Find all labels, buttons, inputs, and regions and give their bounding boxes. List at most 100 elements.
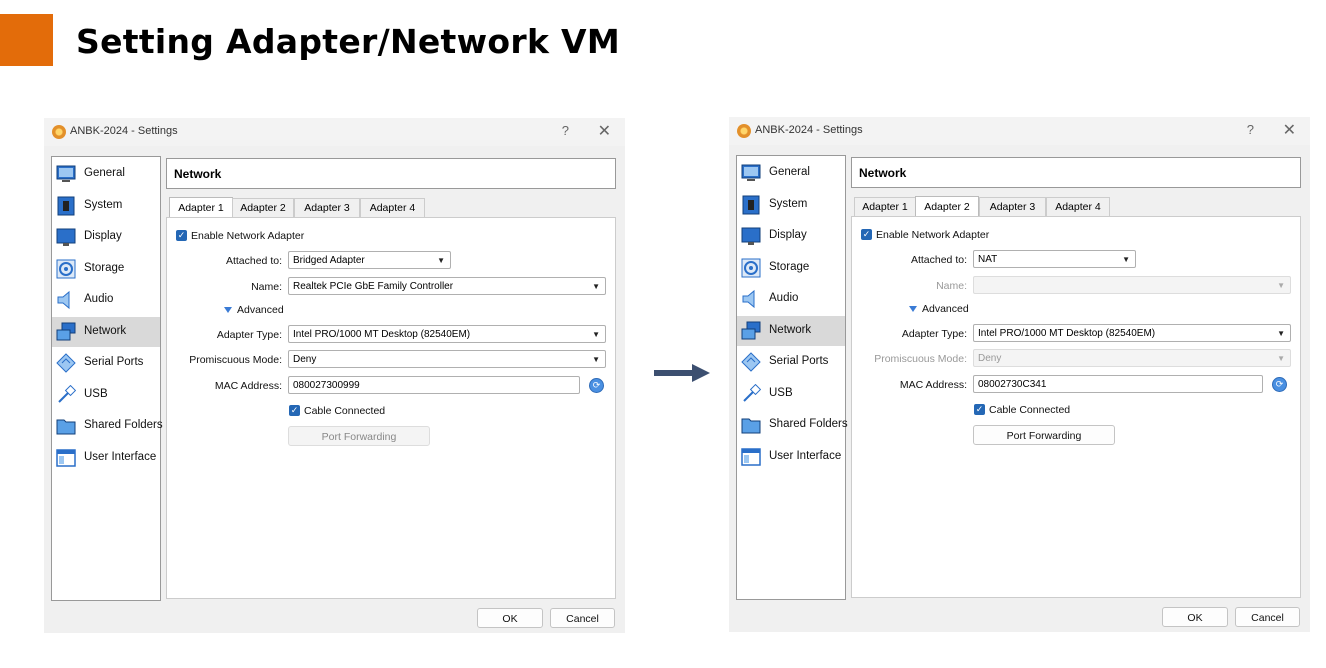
sidebar-item-system[interactable]: System [737, 190, 845, 220]
cable-connected-checkbox[interactable]: ✓ [974, 404, 985, 415]
promiscuous-mode-label: Promiscuous Mode: [874, 353, 967, 365]
title-bar: ANBK-2024 - Settings ? ✕ [729, 117, 1310, 145]
promiscuous-mode-select[interactable]: Deny▼ [288, 350, 606, 368]
sidebar-item-user-interface[interactable]: User Interface [52, 443, 160, 473]
sidebar-item-storage[interactable]: Storage [52, 254, 160, 284]
serial-ports-icon [741, 352, 761, 372]
title-accent-block [0, 14, 53, 66]
mac-address-input[interactable]: 08002730C341 [973, 375, 1263, 393]
promiscuous-mode-select: Deny▼ [973, 349, 1291, 367]
name-select[interactable]: Realtek PCIe GbE Family Controller▼ [288, 277, 606, 295]
panel-header: Network [166, 158, 616, 189]
name-label: Name: [251, 281, 282, 293]
tab-adapter-1[interactable]: Adapter 1 [169, 197, 233, 219]
sidebar-item-serial-ports[interactable]: Serial Ports [737, 347, 845, 377]
sidebar-item-shared-folders[interactable]: Shared Folders [737, 410, 848, 440]
user-interface-icon [741, 448, 761, 466]
enable-adapter-label: Enable Network Adapter [876, 229, 990, 241]
tab-adapter-2[interactable]: Adapter 2 [232, 198, 294, 218]
cancel-button[interactable]: Cancel [550, 608, 615, 628]
cable-connected-label: Cable Connected [304, 405, 386, 417]
window-title: ANBK-2024 - Settings [70, 125, 178, 137]
sidebar-item-general[interactable]: General [737, 158, 845, 188]
ok-button[interactable]: OK [477, 608, 543, 628]
tab-adapter-3[interactable]: Adapter 3 [979, 197, 1046, 217]
serial-ports-icon [56, 353, 76, 373]
chevron-down-icon: ▼ [1122, 255, 1130, 264]
audio-icon [742, 289, 755, 309]
transition-arrow-icon [654, 364, 710, 382]
advanced-expand-icon[interactable] [909, 306, 917, 312]
advanced-expand-icon[interactable] [224, 307, 232, 313]
settings-sidebar: General System Display Storage Audio Net… [51, 156, 163, 601]
shared-folders-icon [741, 418, 761, 434]
sidebar-item-audio[interactable]: Audio [52, 285, 160, 315]
cancel-button[interactable]: Cancel [1235, 607, 1300, 627]
cable-connected-label: Cable Connected [989, 404, 1071, 416]
chevron-down-icon: ▼ [592, 282, 600, 291]
ok-button[interactable]: OK [1162, 607, 1228, 627]
system-icon [742, 195, 760, 215]
sidebar-item-display[interactable]: Display [737, 221, 845, 251]
general-icon [741, 164, 761, 181]
tab-adapter-3[interactable]: Adapter 3 [294, 198, 360, 218]
sidebar-item-network[interactable]: Network [737, 316, 845, 346]
tab-adapter-4[interactable]: Adapter 4 [1046, 197, 1110, 217]
attached-to-select[interactable]: NAT▼ [973, 250, 1136, 268]
storage-icon [741, 258, 761, 278]
close-icon[interactable]: ✕ [597, 123, 611, 140]
refresh-mac-icon[interactable]: ⟳ [589, 378, 604, 393]
chevron-down-icon: ▼ [1277, 281, 1285, 290]
sidebar-item-system[interactable]: System [52, 191, 160, 221]
title-bar: ANBK-2024 - Settings ? ✕ [44, 118, 625, 146]
sidebar-item-user-interface[interactable]: User Interface [737, 442, 845, 472]
panel-header: Network [851, 157, 1301, 188]
settings-window-adapter-1: ANBK-2024 - Settings ? ✕ General System … [44, 118, 625, 633]
adapter-content: ✓ Enable Network Adapter Attached to: NA… [851, 216, 1301, 598]
help-button[interactable]: ? [561, 123, 569, 138]
port-forwarding-button[interactable]: Port Forwarding [973, 425, 1115, 445]
chevron-down-icon: ▼ [437, 256, 445, 265]
port-forwarding-button[interactable]: Port Forwarding [288, 426, 430, 446]
shared-folders-icon [56, 419, 76, 435]
user-interface-icon [56, 449, 76, 467]
usb-icon [58, 385, 76, 403]
sidebar-item-general[interactable]: General [52, 159, 160, 189]
tab-adapter-2[interactable]: Adapter 2 [915, 196, 979, 218]
tab-adapter-4[interactable]: Adapter 4 [360, 198, 425, 218]
sidebar-item-shared-folders[interactable]: Shared Folders [52, 411, 163, 441]
adapter-type-select[interactable]: Intel PRO/1000 MT Desktop (82540EM)▼ [288, 325, 606, 343]
sidebar-item-display[interactable]: Display [52, 222, 160, 252]
help-button[interactable]: ? [1246, 122, 1254, 137]
attached-to-select[interactable]: Bridged Adapter▼ [288, 251, 451, 269]
enable-adapter-checkbox[interactable]: ✓ [176, 230, 187, 241]
display-icon [741, 227, 761, 245]
tab-adapter-1[interactable]: Adapter 1 [854, 197, 916, 217]
virtualbox-app-icon [52, 125, 66, 139]
mac-address-input[interactable]: 080027300999 [288, 376, 580, 394]
adapter-type-select[interactable]: Intel PRO/1000 MT Desktop (82540EM)▼ [973, 324, 1291, 342]
name-select: ▼ [973, 276, 1291, 294]
sidebar-item-storage[interactable]: Storage [737, 253, 845, 283]
cable-connected-checkbox[interactable]: ✓ [289, 405, 300, 416]
enable-adapter-checkbox[interactable]: ✓ [861, 229, 872, 240]
chevron-down-icon: ▼ [592, 355, 600, 364]
sidebar-item-network[interactable]: Network [52, 317, 160, 347]
refresh-mac-icon[interactable]: ⟳ [1272, 377, 1287, 392]
chevron-down-icon: ▼ [1277, 354, 1285, 363]
window-title: ANBK-2024 - Settings [755, 124, 863, 136]
advanced-toggle[interactable]: Advanced [922, 303, 969, 315]
settings-window-adapter-2: ANBK-2024 - Settings ? ✕ General System … [729, 117, 1310, 632]
sidebar-item-usb[interactable]: USB [737, 379, 845, 409]
sidebar-item-usb[interactable]: USB [52, 380, 160, 410]
chevron-down-icon: ▼ [1277, 329, 1285, 338]
settings-sidebar: General System Display Storage Audio Net… [736, 155, 848, 600]
adapter-content: ✓ Enable Network Adapter Attached to: Br… [166, 217, 616, 599]
close-icon[interactable]: ✕ [1282, 122, 1296, 139]
sidebar-item-serial-ports[interactable]: Serial Ports [52, 348, 160, 378]
network-icon [56, 322, 76, 341]
advanced-toggle[interactable]: Advanced [237, 304, 284, 316]
sidebar-item-audio[interactable]: Audio [737, 284, 845, 314]
virtualbox-app-icon [737, 124, 751, 138]
system-icon [57, 196, 75, 216]
